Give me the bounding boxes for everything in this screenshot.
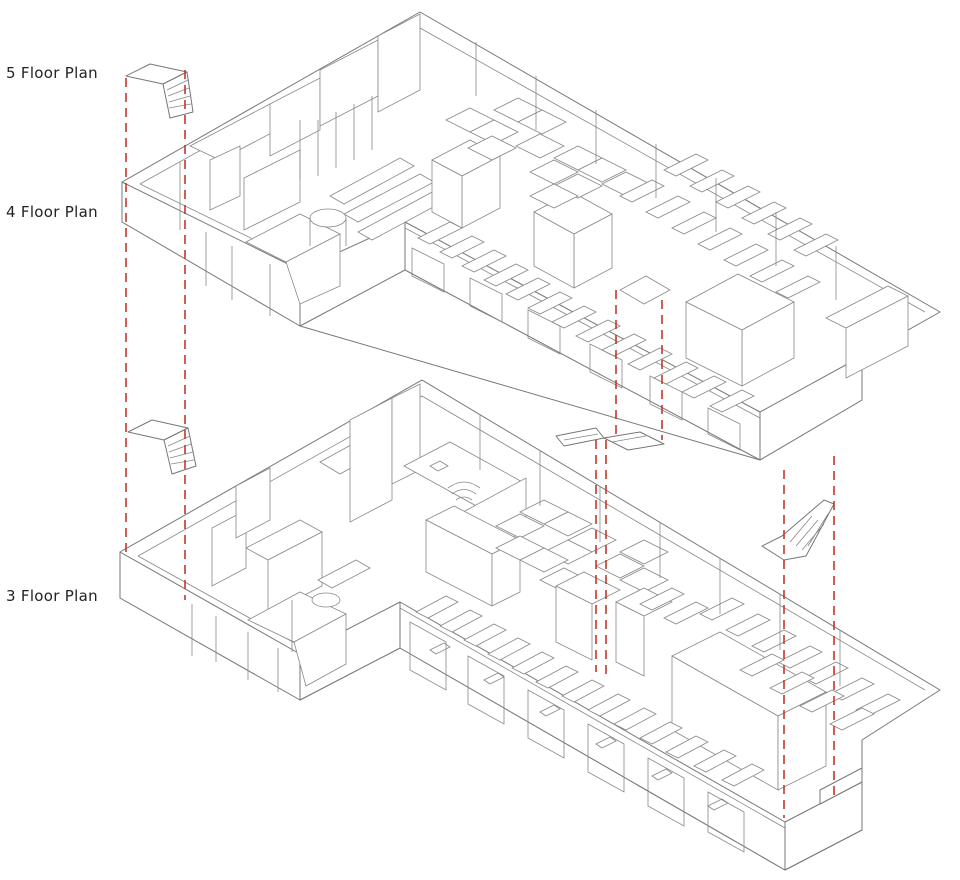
floor-3-desks xyxy=(415,587,901,811)
floor-4-label: 4 Floor Plan xyxy=(6,203,98,221)
floor-5-label: 5 Floor Plan xyxy=(6,64,98,82)
floor-5-stair xyxy=(125,63,194,119)
floor-3-plan xyxy=(119,379,941,871)
stair-left-between-floors xyxy=(127,419,197,475)
vertical-alignment-lines xyxy=(125,70,835,818)
stair-center-between-floors xyxy=(555,427,665,451)
floor-4-window-bays xyxy=(411,247,741,451)
stair-right-between-floors xyxy=(761,499,835,561)
floor-4-plan xyxy=(121,11,941,461)
floor-3-window-bays xyxy=(409,621,745,853)
floor-4-seating-cluster xyxy=(445,97,651,209)
floor-3-seating-cluster xyxy=(495,499,669,593)
floor-3-label: 3 Floor Plan xyxy=(6,587,98,605)
